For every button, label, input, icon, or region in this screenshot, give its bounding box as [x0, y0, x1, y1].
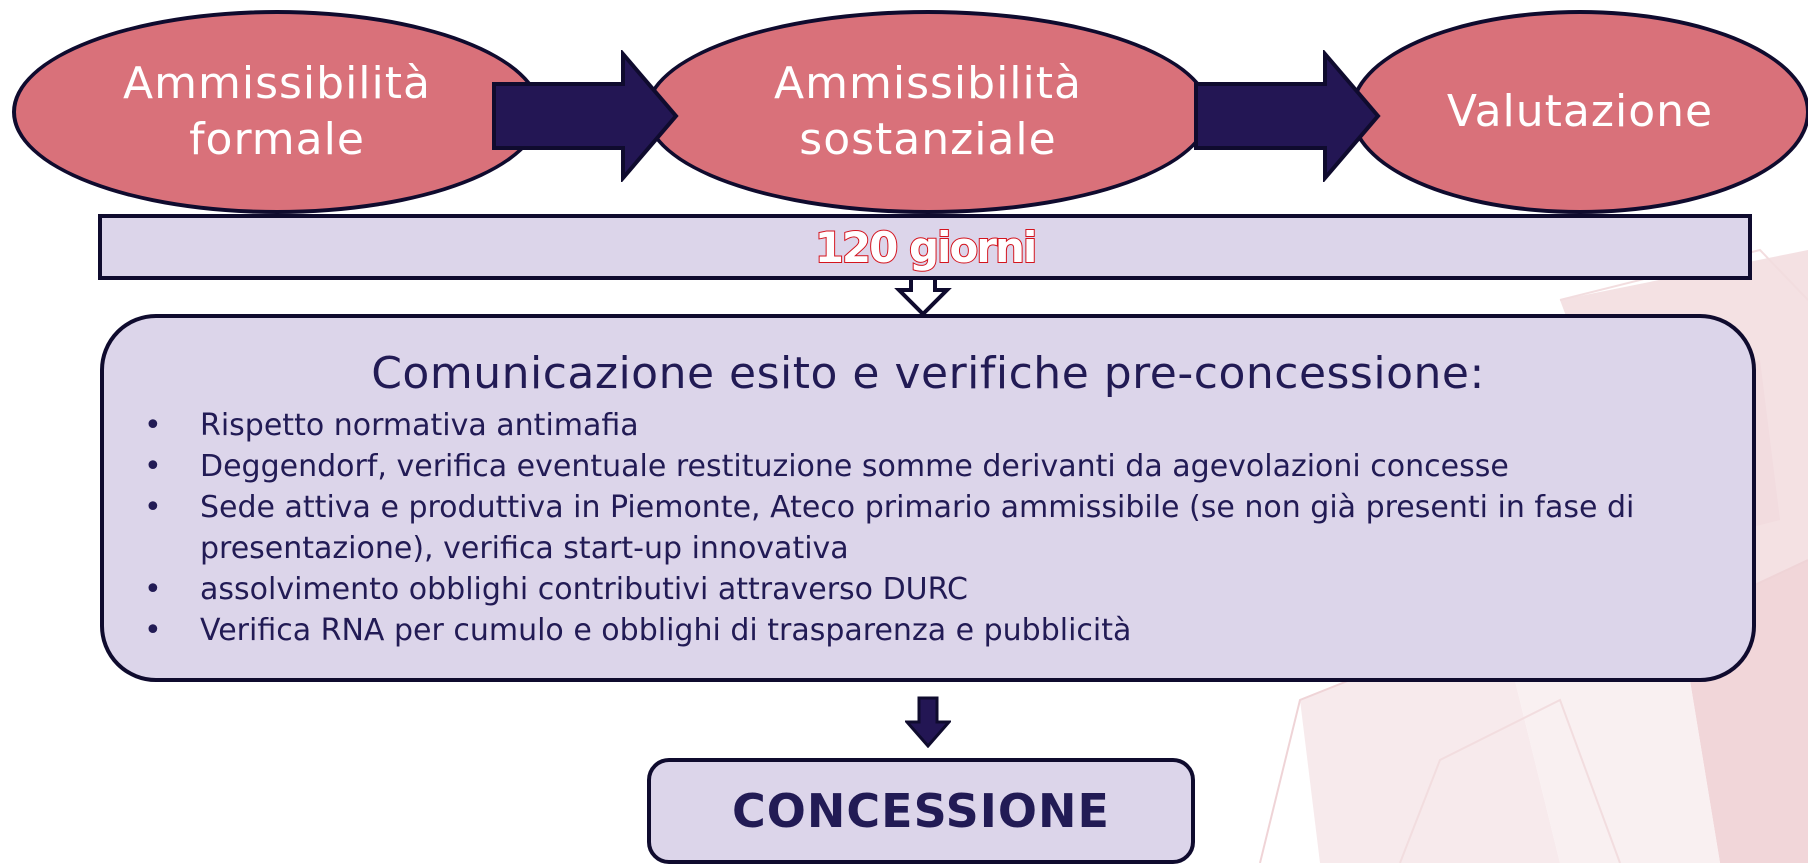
timeline-label: 120 giorni — [814, 222, 1039, 273]
step-1-line-1: Ammissibilità — [123, 58, 431, 109]
panel-title: Comunicazione esito e verifiche pre-conc… — [371, 348, 1485, 399]
step-3-line-1: Valutazione — [1446, 86, 1714, 137]
bullet-icon: • — [144, 449, 162, 484]
list-item: • Sede attiva e produttiva in Piemonte, A… — [104, 487, 1752, 569]
arrow-right-icon — [492, 50, 679, 182]
list-item-text: Sede attiva e produttiva in Piemonte, At… — [200, 490, 1635, 566]
arrow-down-icon — [905, 696, 951, 748]
list-item-text: Deggendorf, verifica eventuale restituzi… — [200, 449, 1509, 484]
list-item: • Deggendorf, verifica eventuale restituz… — [104, 446, 1752, 487]
list-item-text: Verifica RNA per cumulo e obblighi di tr… — [200, 613, 1132, 648]
bullet-icon: • — [144, 613, 162, 648]
list-item-text: assolvimento obblighi contributivi attra… — [200, 572, 968, 607]
arrow-right-icon — [1194, 50, 1381, 182]
step-valutazione: Valutazione — [1350, 10, 1808, 214]
verification-list: • Rispetto normativa antimafia • Deggendor… — [104, 405, 1752, 651]
list-item: • assolvimento obblighi contributivi attr… — [104, 569, 1752, 610]
bullet-icon: • — [144, 490, 162, 525]
list-item-text: Rispetto normativa antimafia — [200, 408, 639, 443]
concession-box: CONCESSIONE — [647, 758, 1195, 864]
bullet-icon: • — [144, 408, 162, 443]
list-item: • Rispetto normativa antimafia — [104, 405, 1752, 446]
step-ammissibilita-sostanziale: Ammissibilità sostanziale — [645, 10, 1211, 214]
verification-panel: Comunicazione esito e verifiche pre-conc… — [100, 314, 1756, 682]
concession-label: CONCESSIONE — [732, 784, 1110, 838]
step-ammissibilita-formale: Ammissibilità formale — [12, 10, 542, 214]
list-item: • Verifica RNA per cumulo e obblighi di t… — [104, 610, 1752, 651]
step-1-line-2: formale — [189, 114, 365, 165]
step-2-line-2: sostanziale — [799, 114, 1057, 165]
arrow-down-outline-icon — [894, 276, 952, 317]
step-2-line-1: Ammissibilità — [774, 58, 1082, 109]
timeline-bar: 120 giorni — [98, 214, 1752, 280]
bullet-icon: • — [144, 572, 162, 607]
